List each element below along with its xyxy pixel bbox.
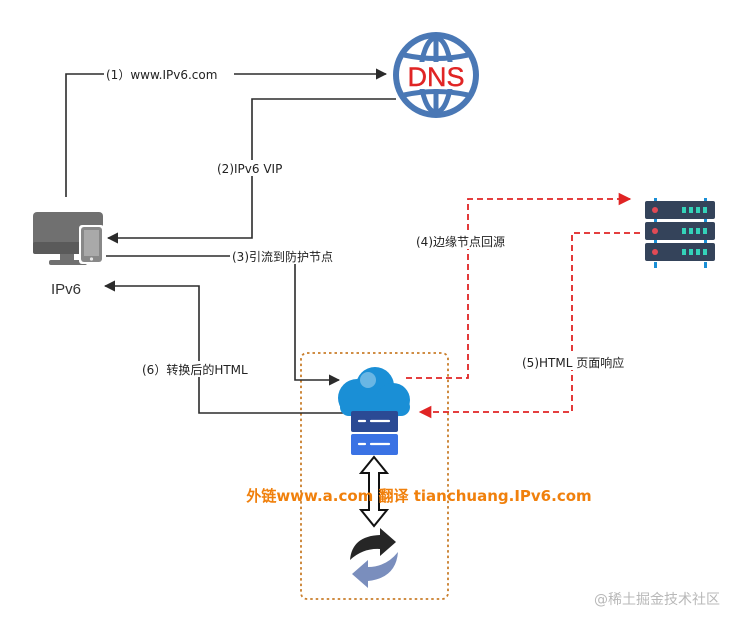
cloud-node-icon [338, 367, 410, 417]
protection-node-boundary [300, 352, 449, 600]
translation-highlight: 外链www.a.com 翻译 tianchuang.IPv6.com [245, 487, 591, 505]
red-flows [406, 192, 640, 419]
step2-label: (2)IPv6 VIP [217, 162, 282, 176]
step6-label: (6）转换后的HTML [142, 362, 248, 377]
arrow-step5 [418, 232, 640, 419]
translate-refresh-icon [350, 528, 398, 588]
bidirectional-arrow-icon [358, 455, 390, 528]
client-label: IPv6 [51, 281, 81, 298]
arrow-step6 [103, 280, 343, 414]
step4-label: (4)边缘节点回源 [416, 235, 505, 249]
arrow-step3 [106, 255, 341, 386]
origin-server-icon [645, 198, 715, 268]
step-labels: (1）www.IPv6.com (2)IPv6 VIP (3)引流到防护节点 (… [104, 66, 634, 377]
watermark: @稀土掘金技术社区 [594, 592, 720, 608]
arrow-step1 [65, 68, 388, 197]
step5-label: (5)HTML 页面响应 [522, 355, 624, 370]
dns-globe-icon: DNS [393, 32, 479, 118]
client-computer-icon [33, 212, 104, 265]
protection-node-server-icon [351, 411, 398, 455]
step3-label: (3)引流到防护节点 [232, 249, 333, 264]
step1-label: (1）www.IPv6.com [106, 68, 217, 82]
dns-label: DNS [407, 62, 464, 92]
arrow-step4 [406, 192, 632, 379]
